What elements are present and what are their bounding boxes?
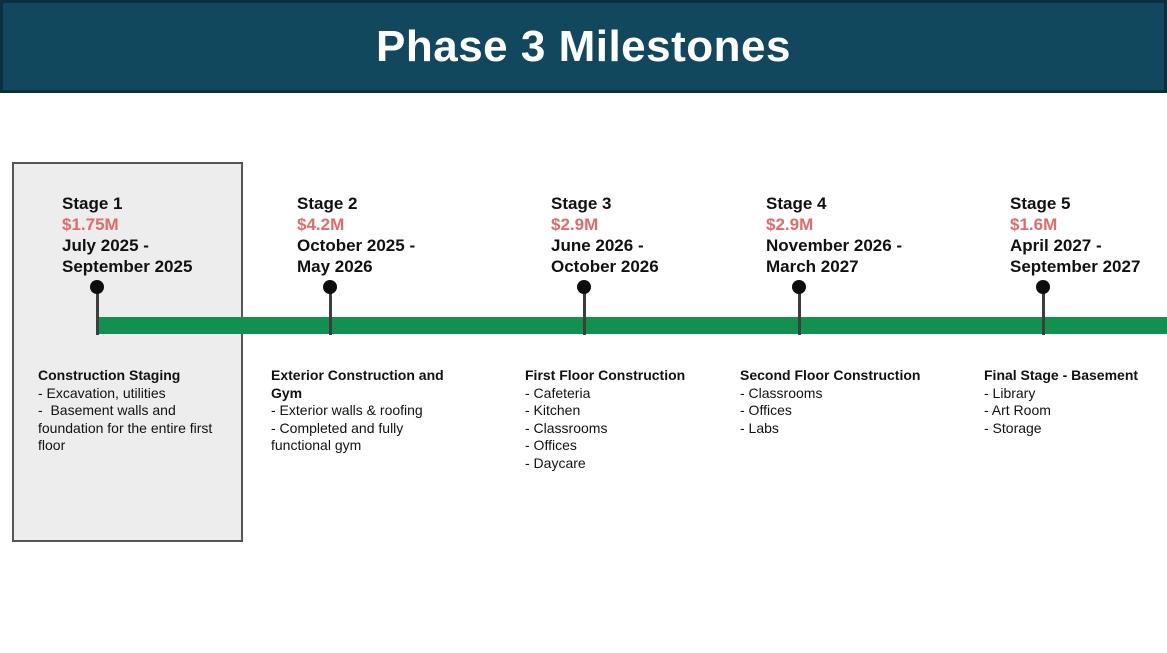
stage-description-title: Construction Staging xyxy=(38,367,181,383)
stage-bullet: - Excavation, utilities xyxy=(38,384,166,401)
stage-column-5: Stage 5 $1.6M April 2027 - September 202… xyxy=(984,193,1167,436)
title-bar: Phase 3 Milestones xyxy=(0,0,1167,93)
stage-bullet: - Library xyxy=(984,384,1036,401)
stage-cost: $2.9M xyxy=(551,215,599,234)
stage-bullet: - Daycare xyxy=(525,454,586,471)
page-title: Phase 3 Milestones xyxy=(376,21,791,71)
timeline-connector-line xyxy=(798,287,801,335)
stage-description: Construction Staging - Excavation, utili… xyxy=(38,367,230,455)
stage-description-title: Exterior Construction and Gym xyxy=(271,367,448,401)
stage-name: Stage 1 xyxy=(62,194,123,213)
stage-bullet: - Offices xyxy=(525,437,577,453)
stage-bullet: - Cafeteria xyxy=(525,384,591,401)
stage-bullet: - Storage xyxy=(984,419,1042,436)
stage-description: Second Floor Construction - Classrooms -… xyxy=(740,367,932,437)
timeline-connector-line xyxy=(329,287,332,335)
stage-column-1: Stage 1 $1.75M July 2025 - September 202… xyxy=(38,193,248,453)
stage-bullet: - Kitchen xyxy=(525,402,581,418)
stage-dates-line2: September 2025 xyxy=(62,257,193,276)
stage-cost: $2.9M xyxy=(766,215,814,234)
stage-dates-line1: November 2026 - xyxy=(766,236,903,255)
stage-description-title: First Floor Construction xyxy=(525,367,686,383)
stage-cost: $1.6M xyxy=(1010,215,1058,234)
stage-dates-line1: October 2025 - xyxy=(297,236,416,255)
stage-dates-line1: June 2026 - xyxy=(551,236,644,255)
timeline-marker-dot xyxy=(792,280,806,294)
stage-heading: Stage 5 $1.6M April 2027 - September 202… xyxy=(1010,193,1167,277)
stage-heading: Stage 1 $1.75M July 2025 - September 202… xyxy=(62,193,262,277)
stage-dates-line1: July 2025 - xyxy=(62,236,149,255)
timeline-marker-dot xyxy=(577,280,591,294)
stage-bullet: - Art Room xyxy=(984,402,1051,418)
stage-description: Exterior Construction and Gym - Exterior… xyxy=(271,367,463,455)
stage1-highlight-panel xyxy=(12,162,243,542)
stage-column-4: Stage 4 $2.9M November 2026 - March 2027… xyxy=(740,193,950,436)
stage-bullet: - Completed and fully functional gym xyxy=(271,419,408,454)
stage-heading: Stage 2 $4.2M October 2025 - May 2026 xyxy=(297,193,497,277)
timeline-connector-line xyxy=(583,287,586,335)
stage-cost: $1.75M xyxy=(62,215,119,234)
stage-bullet: - Basement walls and foundation for the … xyxy=(38,402,217,453)
stage-name: Stage 5 xyxy=(1010,194,1071,213)
stage-dates-line1: April 2027 - xyxy=(1010,236,1102,255)
stage-name: Stage 4 xyxy=(766,194,827,213)
timeline-bar xyxy=(97,317,1167,334)
stage-name: Stage 3 xyxy=(551,194,612,213)
timeline-marker-dot xyxy=(1036,280,1050,294)
stage-dates-line2: March 2027 xyxy=(766,257,859,276)
timeline-marker-dot xyxy=(323,280,337,294)
timeline-marker-dot xyxy=(90,280,104,294)
stage-dates-line2: May 2026 xyxy=(297,257,373,276)
stage-dates-line2: October 2026 xyxy=(551,257,659,276)
timeline-connector-line xyxy=(1042,287,1045,335)
stage-bullet: - Labs xyxy=(740,419,779,436)
stage-bullet: - Offices xyxy=(740,402,792,418)
stage-description: Final Stage - Basement - Library - Art R… xyxy=(984,367,1167,437)
stage-name: Stage 2 xyxy=(297,194,358,213)
stage-cost: $4.2M xyxy=(297,215,345,234)
stage-dates-line2: September 2027 xyxy=(1010,257,1141,276)
stage-description-title: Second Floor Construction xyxy=(740,367,921,383)
stage-description-title: Final Stage - Basement xyxy=(984,367,1139,383)
stage-bullet: - Exterior walls & roofing xyxy=(271,402,423,418)
timeline-connector-line xyxy=(96,287,99,335)
stage-bullet: - Classrooms xyxy=(525,419,608,436)
stage-description: First Floor Construction - Cafeteria - K… xyxy=(525,367,717,472)
stage-column-3: Stage 3 $2.9M June 2026 - October 2026 F… xyxy=(525,193,735,471)
stage-bullet: - Classrooms xyxy=(740,384,823,401)
stage-heading: Stage 4 $2.9M November 2026 - March 2027 xyxy=(766,193,966,277)
stage-column-2: Stage 2 $4.2M October 2025 - May 2026 Ex… xyxy=(271,193,481,453)
stage-heading: Stage 3 $2.9M June 2026 - October 2026 xyxy=(551,193,751,277)
